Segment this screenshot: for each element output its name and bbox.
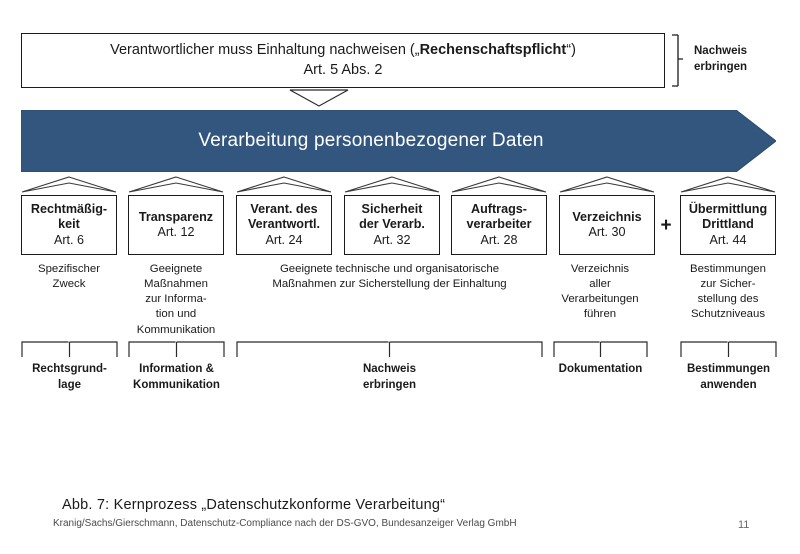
group-brace-label: Rechtsgrund-lage	[32, 363, 107, 391]
chevron-up-icon	[559, 176, 655, 193]
group-brace-icon	[236, 340, 543, 358]
statement-prefix: Verantwortlicher muss Einhaltung nachwei…	[110, 41, 420, 58]
chevron-up-icon	[680, 176, 776, 193]
chevron-up-icon	[21, 176, 117, 193]
chevron-up-icon	[344, 176, 440, 193]
plus-operator: +	[660, 215, 672, 236]
group-brace-label: Dokumentation	[558, 363, 643, 375]
accountability-statement-box: Verantwortlicher muss Einhaltung nachwei…	[21, 33, 665, 88]
chevron-up-icon	[128, 176, 224, 193]
down-arrow-icon	[289, 89, 349, 107]
source-credit: Kranig/Sachs/Gierschmann, Datenschutz-Co…	[53, 518, 517, 529]
article-box-reference: Art. 24	[265, 232, 303, 247]
chevron-up-icon	[236, 176, 332, 193]
statement-suffix: “)	[566, 41, 576, 58]
article-box-title: Transparenz	[138, 209, 214, 224]
page-number: 11	[738, 519, 750, 531]
accountability-statement-article: Art. 5 Abs. 2	[303, 61, 383, 78]
article-box-reference: Art. 12	[157, 225, 195, 239]
article-box-reference: Art. 30	[588, 225, 626, 239]
group-brace-icon	[128, 340, 225, 358]
process-arrow-label: Verarbeitung personenbezogener Daten	[198, 130, 544, 151]
chevron-up-icon	[451, 176, 547, 193]
article-box-reference: Art. 28	[480, 232, 518, 247]
article-box-title: Verzeichnis	[572, 209, 642, 224]
article-box-reference: Art. 32	[373, 232, 411, 247]
process-arrow-shape	[21, 110, 776, 172]
group-brace-icon	[21, 340, 118, 358]
article-box-title: Auftrags-verarbeiter	[466, 201, 532, 232]
top-brace-icon	[671, 34, 684, 87]
statement-emphasis: Rechenschaftspflicht	[419, 41, 567, 58]
group-brace-icon	[553, 340, 648, 358]
article-box-reference: Art. 6	[53, 232, 85, 247]
group-brace-label: Information &Kommunikation	[133, 363, 220, 391]
article-box-title: Rechtmäßig-keit	[30, 201, 108, 232]
article-box-reference: Art. 44	[709, 232, 747, 247]
accountability-statement-line1: Verantwortlicher muss Einhaltung nachwei…	[110, 41, 576, 61]
article-description: Geeignete technische und organisatorisch…	[272, 263, 507, 291]
figure-caption: Abb. 7: Kernprozess „Datenschutzkonforme…	[62, 497, 446, 513]
group-brace-icon	[680, 340, 777, 358]
